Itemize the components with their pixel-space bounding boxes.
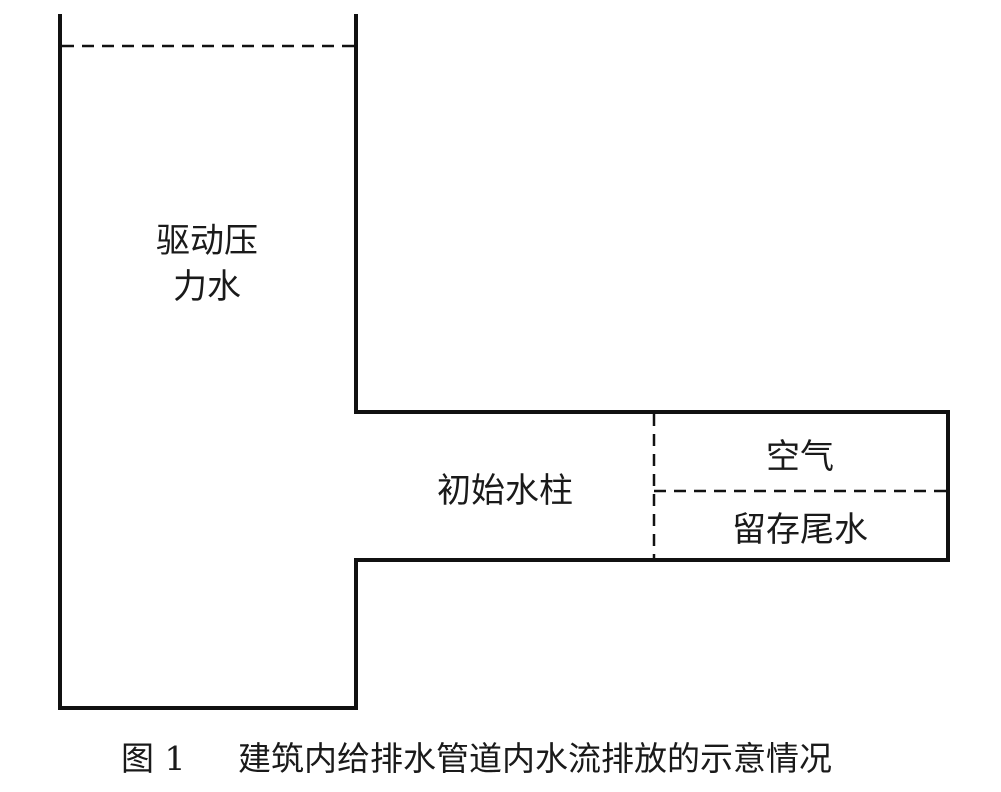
- figure-caption: 建筑内给排水管道内水流排放的示意情况: [238, 739, 832, 778]
- vertical-pipe-left-wall: [58, 14, 358, 710]
- initial-water-column-label: 初始水柱: [437, 471, 573, 511]
- figure-number: 图 1: [121, 739, 186, 778]
- vertical-pipe-right-wall: [354, 14, 950, 562]
- pipe-walls: [58, 14, 950, 710]
- dashed-boundaries: [62, 44, 946, 558]
- driving-water-label-line2: 力水: [173, 267, 241, 307]
- residual-tail-water-label: 留存尾水: [732, 510, 868, 550]
- driving-water-label-line1: 驱动压: [156, 221, 258, 261]
- air-label: 空气: [766, 437, 834, 477]
